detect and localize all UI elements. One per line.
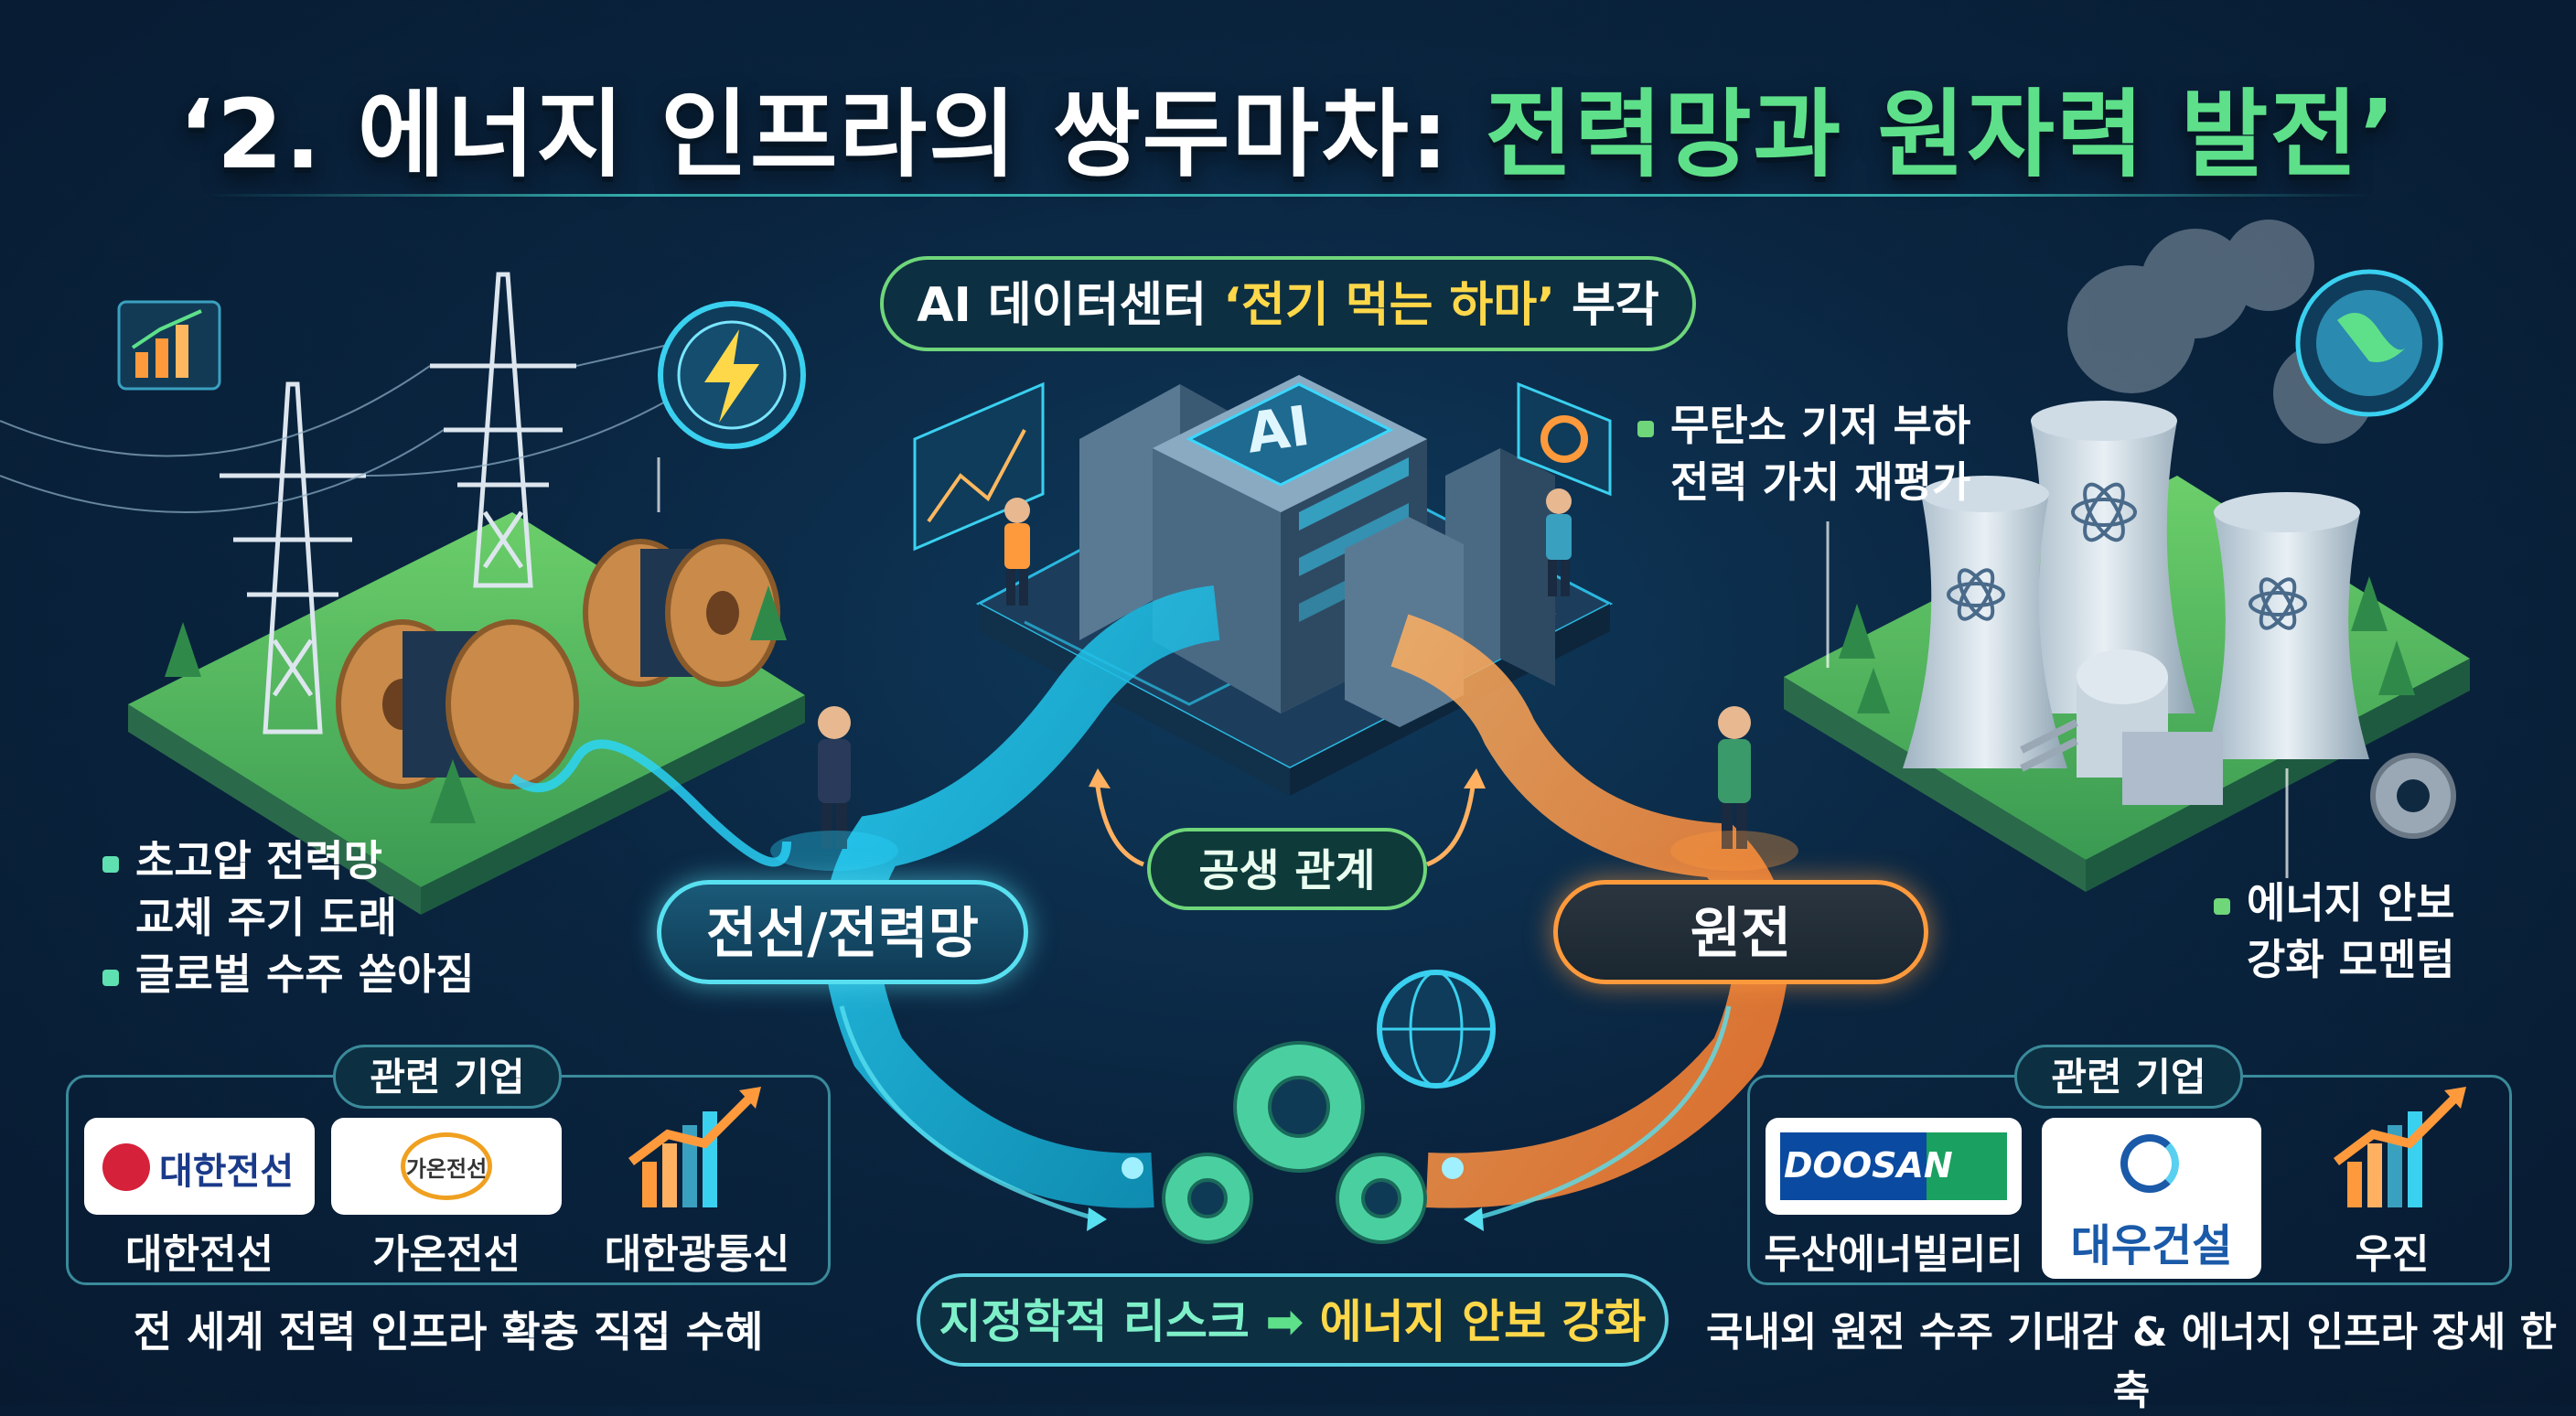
gear-icon-right [2370, 753, 2456, 839]
nuclear-hub: 원전 [1553, 880, 1928, 984]
power-lines [0, 328, 733, 513]
gaon-ring-icon [401, 1132, 492, 1200]
cable-reel-icon [336, 539, 780, 789]
company-name: 대한전선 [125, 1231, 274, 1278]
logo-doosan[interactable]: DOOSAN [1766, 1118, 2022, 1215]
globe-icon-top-right [2295, 269, 2443, 417]
logo-gaon[interactable]: 가온전선 [331, 1118, 562, 1215]
gear-icon [1162, 1041, 1427, 1244]
page-title: ‘2. 에너지 인프라의 쌍두마차: 전력망과 원자력 발전’ [178, 79, 2398, 190]
company-name: 두산에너빌리티 [1764, 1231, 2023, 1278]
lightning-icon [658, 301, 806, 449]
left-caption: 전 세계 전력 인프라 확충 직접 수혜 [133, 1307, 764, 1357]
right-caption: 국내외 원전 수주 기대감 & 에너지 인프라 장세 한 축 [1705, 1309, 2558, 1414]
person-icon [818, 488, 1751, 849]
cooling-tower-icon [1903, 401, 2369, 768]
power-grid-hub: 전선/전력망 [657, 880, 1028, 984]
title-divider [201, 194, 2375, 197]
reactor-building [2020, 649, 2223, 805]
company-name: 가온전선 [372, 1231, 521, 1278]
server-rack-icon [1079, 375, 1555, 727]
bar-chart-icon [117, 300, 221, 391]
bullet-grid-replacement: 초고압 전력망 교체 주기 도래 글로벌 수주 쏟아짐 [102, 832, 475, 1003]
symbiosis-label: 공생 관계 [1147, 828, 1427, 910]
atom-icon [1947, 482, 2307, 630]
bullet-energy-security: 에너지 안보 강화 모멘텀 [2214, 874, 2455, 988]
logo-daewoo[interactable]: 대우건설 [2042, 1118, 2261, 1279]
geopolitics-label: 지정학적 리스크 ➡ 에너지 안보 강화 [917, 1273, 1669, 1367]
callout-lines [657, 457, 2289, 878]
right-panel-tag: 관련 기업 [2014, 1045, 2243, 1109]
logo-taihan[interactable]: 대한전선 [84, 1118, 315, 1215]
transmission-tower-icon [220, 272, 576, 735]
growth-chart-icon [628, 1087, 761, 1207]
trees-left [165, 585, 787, 823]
company-name: 우진 [2355, 1231, 2430, 1278]
daewoo-mark-icon [2120, 1134, 2179, 1193]
loop-arrows [839, 1005, 1732, 1219]
trees-right [1839, 576, 2415, 713]
growth-chart-icon-right [2334, 1087, 2466, 1207]
bullet-carbon-free: 무탄소 기저 부하 전력 가치 재평가 [1637, 397, 1970, 510]
ai-sign: AI [1242, 394, 1314, 467]
taihan-mark-icon [102, 1143, 150, 1191]
symbiosis-arrows [1095, 786, 1476, 867]
left-panel-tag: 관련 기업 [333, 1045, 562, 1109]
company-name: 대한광통신 [604, 1231, 790, 1278]
cyan-energy-stream [823, 585, 1221, 1208]
globe-icon [1377, 970, 1496, 1089]
datacenter-label: AI 데이터센터 ‘전기 먹는 하마’ 부각 [880, 256, 1696, 351]
orange-energy-stream [1390, 614, 1789, 1208]
